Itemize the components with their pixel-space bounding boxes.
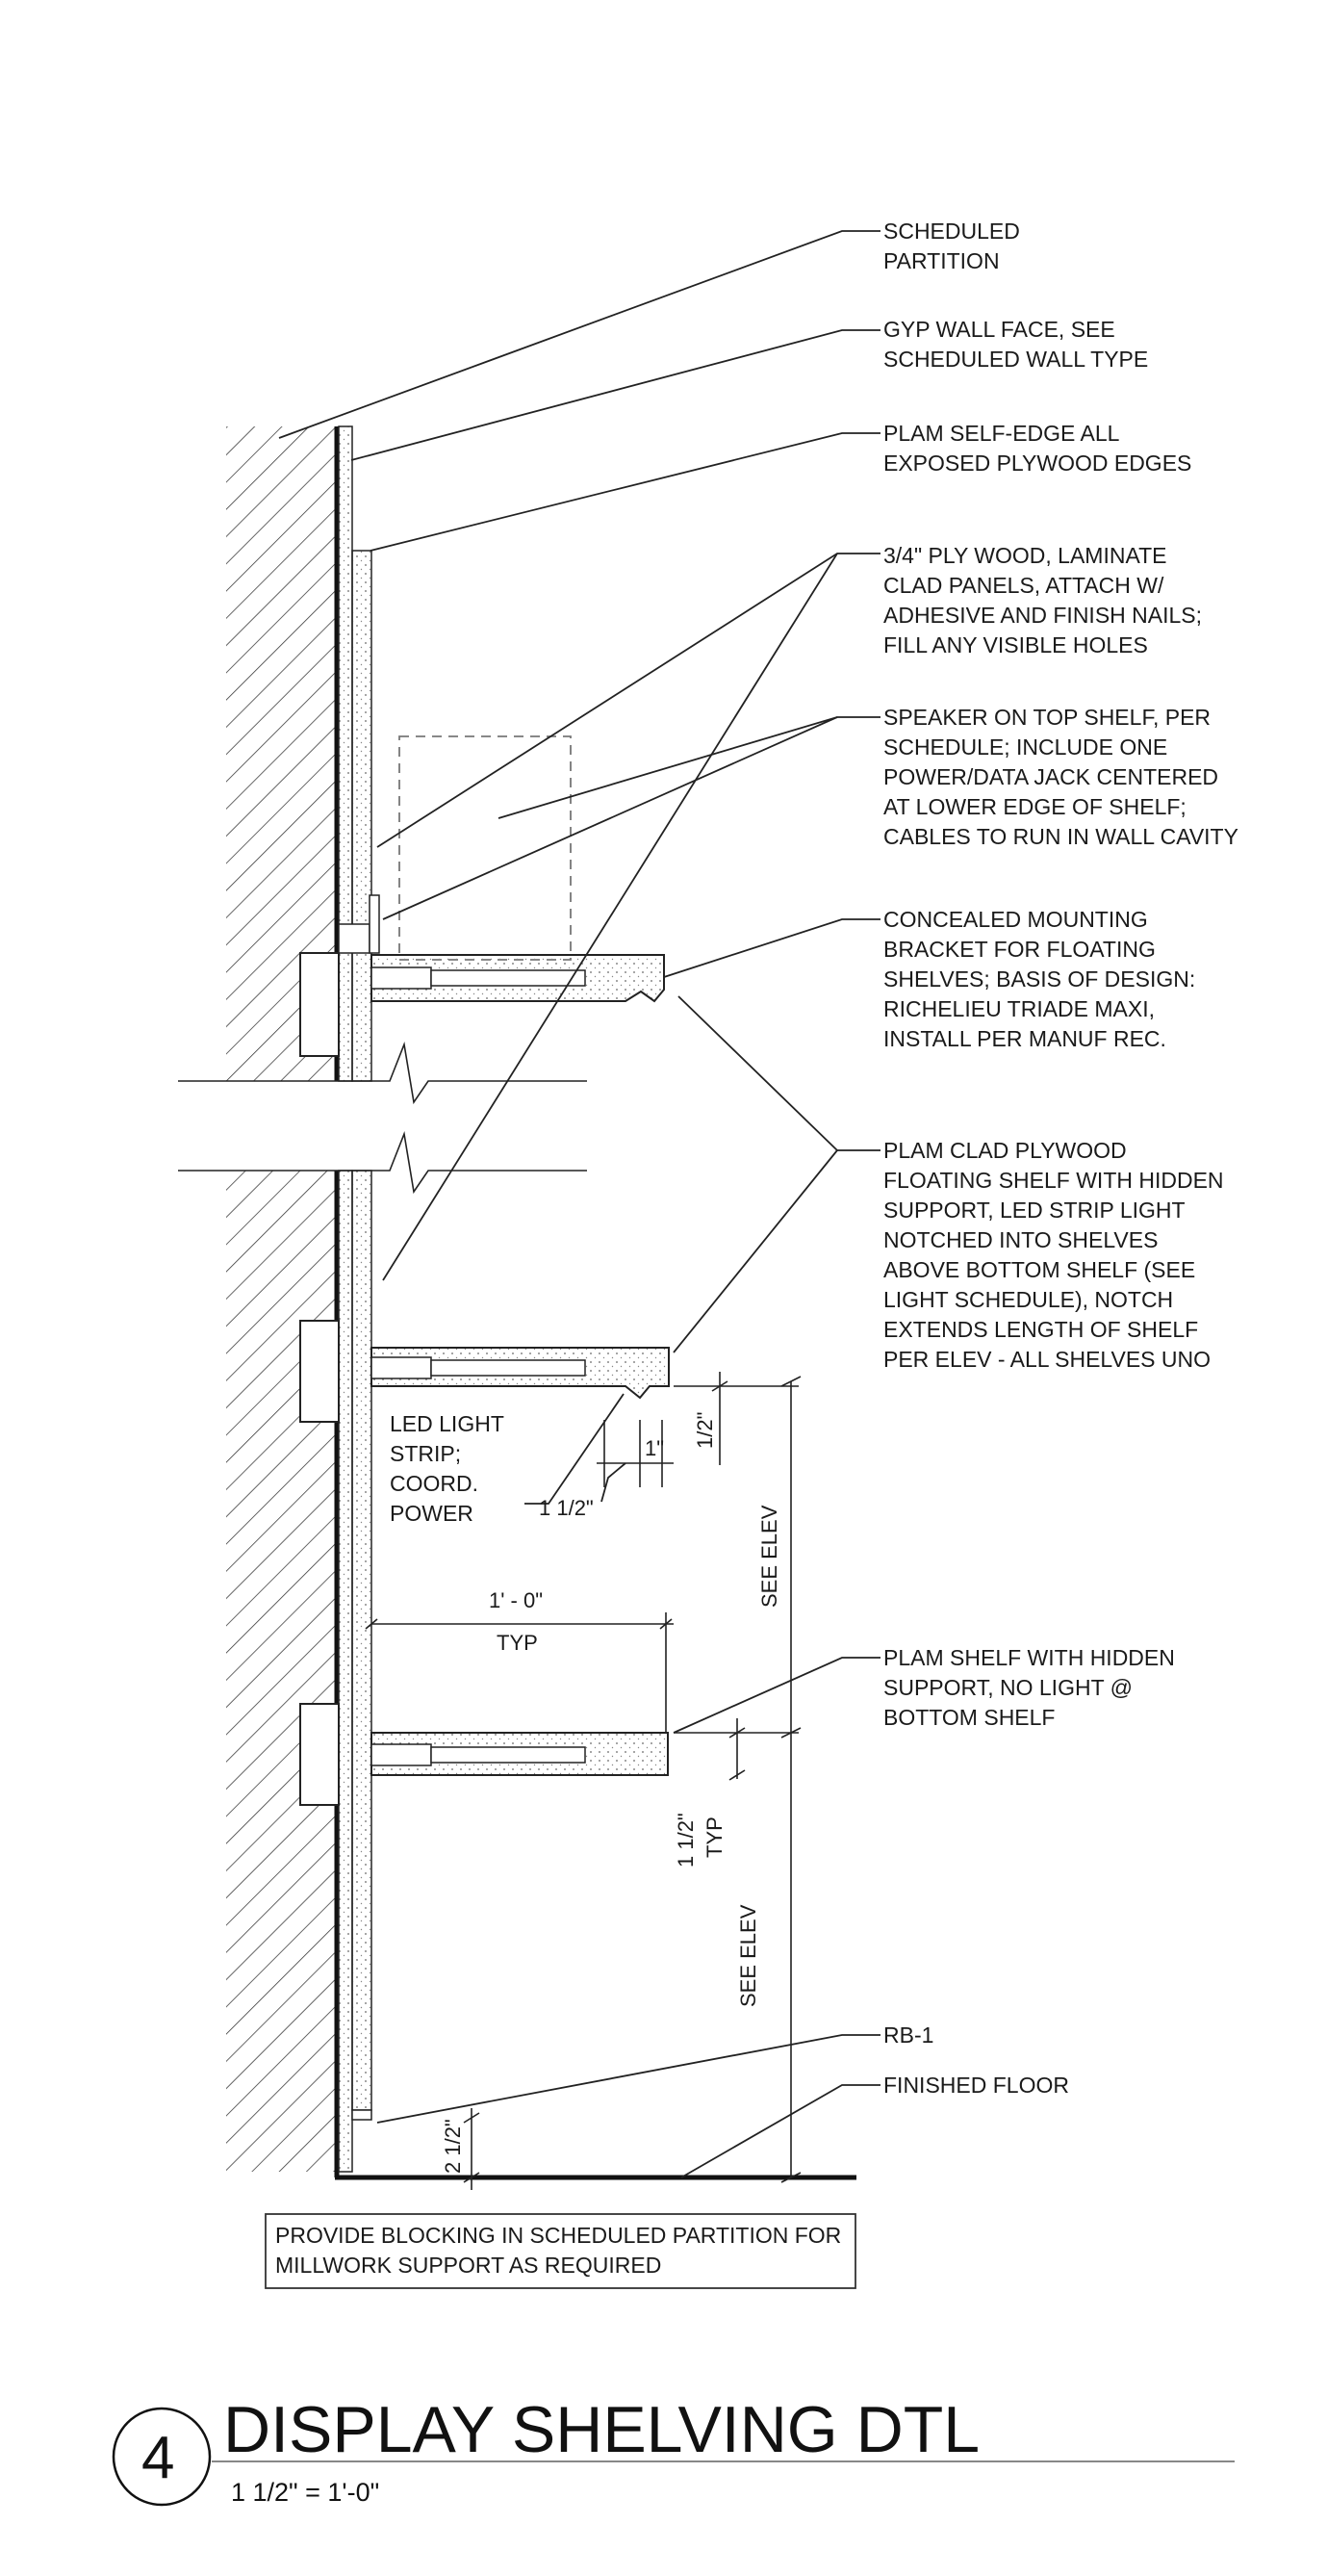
drawing-title: DISPLAY SHELVING DTL bbox=[223, 2393, 980, 2466]
dim-one-half-inch: 1 1/2" bbox=[539, 1496, 594, 1520]
note-line: SCHEDULED WALL TYPE bbox=[883, 347, 1148, 372]
note-line: BOTTOM SHELF bbox=[883, 1705, 1056, 1730]
note-line: FILL ANY VISIBLE HOLES bbox=[883, 632, 1148, 657]
note-line: 3/4" PLY WOOD, LAMINATE bbox=[883, 543, 1166, 568]
note-speaker: SPEAKER ON TOP SHELF, PER SCHEDULE; INCL… bbox=[883, 705, 1238, 849]
note-line: PROVIDE BLOCKING IN SCHEDULED PARTITION … bbox=[275, 2223, 841, 2248]
note-line: BRACKET FOR FLOATING bbox=[883, 937, 1156, 962]
note-line: EXPOSED PLYWOOD EDGES bbox=[883, 451, 1191, 476]
note-line: PARTITION bbox=[883, 248, 1000, 273]
title-block: 4 DISPLAY SHELVING DTL 1 1/2" = 1'-0" bbox=[112, 2393, 1235, 2507]
top-shelf bbox=[299, 894, 665, 1057]
note-line: LIGHT SCHEDULE), NOTCH bbox=[883, 1287, 1173, 1312]
dim-two-half: 2 1/2" bbox=[441, 2119, 465, 2174]
note-line: SCHEDULE; INCLUDE ONE bbox=[883, 734, 1167, 760]
dim-half-inch: 1/2" bbox=[693, 1412, 717, 1449]
note-line: EXTENDS LENGTH OF SHELF bbox=[883, 1317, 1198, 1342]
note-bracket: CONCEALED MOUNTING BRACKET FOR FLOATING … bbox=[883, 907, 1195, 1051]
note-line: NOTCHED INTO SHELVES bbox=[883, 1227, 1158, 1252]
dim-see-elev-lower: SEE ELEV bbox=[736, 1904, 760, 2007]
note-rb1: RB-1 bbox=[883, 2022, 933, 2048]
drawing-scale: 1 1/2" = 1'-0" bbox=[231, 2478, 379, 2507]
base-and-floor bbox=[335, 2109, 856, 2180]
note-led-strip: LED LIGHT STRIP; COORD. POWER bbox=[390, 1411, 504, 1526]
dim-one-inch: 1" bbox=[645, 1436, 664, 1460]
note-line: POWER bbox=[390, 1501, 473, 1526]
note-line: COORD. bbox=[390, 1471, 478, 1496]
scheduled-partition bbox=[226, 426, 340, 2177]
note-line: PLAM SELF-EDGE ALL bbox=[883, 421, 1120, 446]
note-line: SUPPORT, NO LIGHT @ bbox=[883, 1675, 1133, 1700]
dim-one-half-typ: 1 1/2" bbox=[674, 1813, 698, 1868]
note-line: CABLES TO RUN IN WALL CAVITY bbox=[883, 824, 1238, 849]
leader-lines bbox=[278, 230, 880, 2178]
note-line: POWER/DATA JACK CENTERED bbox=[883, 764, 1218, 789]
dim-typ: TYP bbox=[497, 1631, 538, 1655]
note-line: PLAM SHELF WITH HIDDEN bbox=[883, 1645, 1175, 1670]
note-line: AT LOWER EDGE OF SHELF; bbox=[883, 794, 1187, 819]
note-line: SUPPORT, LED STRIP LIGHT bbox=[883, 1198, 1186, 1223]
note-blocking: PROVIDE BLOCKING IN SCHEDULED PARTITION … bbox=[265, 2213, 856, 2289]
detail-number-bubble bbox=[112, 2407, 212, 2507]
note-line: MILLWORK SUPPORT AS REQUIRED bbox=[275, 2253, 661, 2278]
middle-shelf bbox=[299, 1320, 670, 1423]
dim-see-elev-upper: SEE ELEV bbox=[757, 1505, 781, 1608]
note-line: FLOATING SHELF WITH HIDDEN bbox=[883, 1168, 1224, 1193]
note-scheduled-partition: SCHEDULED PARTITION bbox=[883, 219, 1020, 273]
note-line: LED LIGHT bbox=[390, 1411, 504, 1436]
note-line: ADHESIVE AND FINISH NAILS; bbox=[883, 603, 1202, 628]
note-line: STRIP; bbox=[390, 1441, 461, 1466]
wall-panels bbox=[338, 425, 372, 2173]
note-gyp-wall-face: GYP WALL FACE, SEE SCHEDULED WALL TYPE bbox=[883, 317, 1148, 372]
note-line: GYP WALL FACE, SEE bbox=[883, 317, 1115, 342]
note-line: SCHEDULED bbox=[883, 219, 1020, 244]
note-finished-floor: FINISHED FLOOR bbox=[883, 2073, 1069, 2098]
dimension-lines bbox=[365, 1372, 802, 2190]
note-line: PLAM CLAD PLYWOOD bbox=[883, 1138, 1127, 1163]
note-plywood: 3/4" PLY WOOD, LAMINATE CLAD PANELS, ATT… bbox=[883, 543, 1202, 657]
note-line: CLAD PANELS, ATTACH W/ bbox=[883, 573, 1164, 598]
note-bottom-shelf: PLAM SHELF WITH HIDDEN SUPPORT, NO LIGHT… bbox=[883, 1645, 1175, 1730]
note-line: PER ELEV - ALL SHELVES UNO bbox=[883, 1347, 1211, 1372]
note-line: RICHELIEU TRIADE MAXI, bbox=[883, 996, 1155, 1021]
break-lines bbox=[178, 1042, 587, 1195]
note-floating-shelf: PLAM CLAD PLYWOOD FLOATING SHELF WITH HI… bbox=[883, 1138, 1224, 1372]
dim-one-foot: 1' - 0" bbox=[489, 1588, 543, 1612]
note-line: ABOVE BOTTOM SHELF (SEE bbox=[883, 1257, 1195, 1282]
detail-number: 4 bbox=[141, 2425, 174, 2491]
bottom-shelf bbox=[299, 1703, 669, 1806]
dim-typ-rotated: TYP bbox=[702, 1816, 727, 1858]
note-plam-self-edge: PLAM SELF-EDGE ALL EXPOSED PLYWOOD EDGES bbox=[883, 421, 1191, 476]
note-line: CONCEALED MOUNTING bbox=[883, 907, 1148, 932]
note-line: SPEAKER ON TOP SHELF, PER bbox=[883, 705, 1211, 730]
note-line: INSTALL PER MANUF REC. bbox=[883, 1026, 1166, 1051]
note-line: SHELVES; BASIS OF DESIGN: bbox=[883, 966, 1195, 992]
